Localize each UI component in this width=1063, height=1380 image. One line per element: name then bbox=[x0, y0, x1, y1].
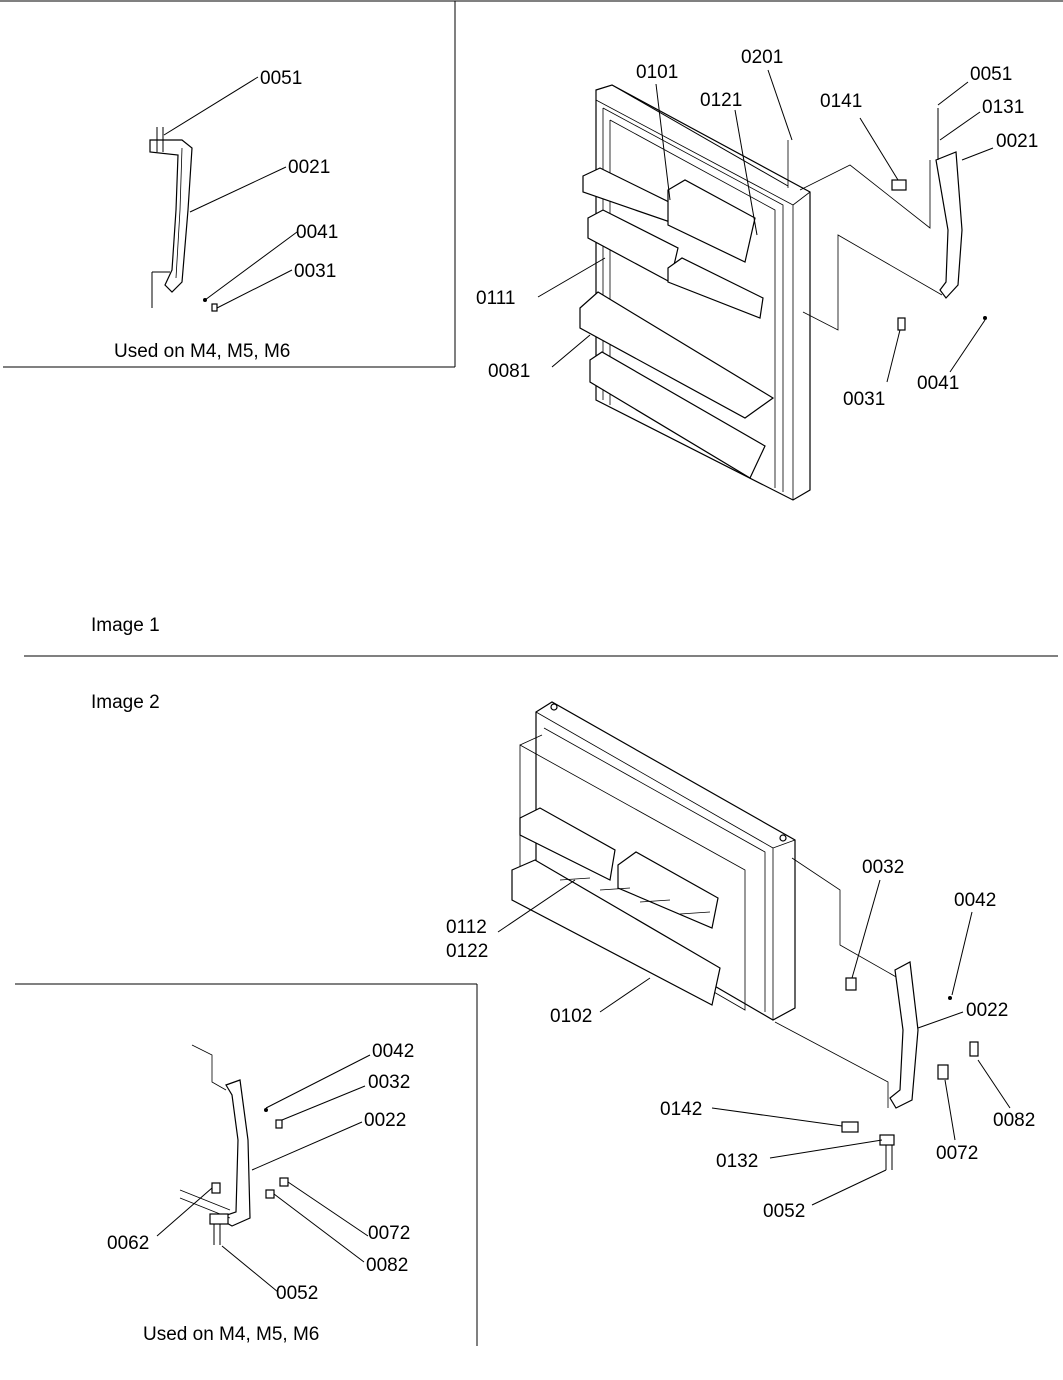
image1-door: 0101 0201 0121 0141 0051 0131 0021 0111 … bbox=[476, 47, 1038, 501]
image2-inset-hinge: 0042 0032 0022 0062 0072 0082 0052 Used … bbox=[107, 1041, 414, 1345]
image2-callout-0052: 0052 bbox=[763, 1201, 805, 1222]
image2-callout-0102: 0102 bbox=[550, 1006, 592, 1027]
image2-inset-caption: Used on M4, M5, M6 bbox=[143, 1324, 319, 1345]
image1-callout-0041: 0041 bbox=[917, 373, 959, 394]
image1-caption: Image 1 bbox=[91, 615, 160, 636]
image2-section: Image 2 bbox=[15, 692, 1035, 1346]
image1-callout-0111: 0111 bbox=[476, 288, 515, 309]
image1-inset-caption: Used on M4, M5, M6 bbox=[114, 341, 290, 362]
image1-callout-0101: 0101 bbox=[636, 62, 678, 83]
image1-section: 0051 0021 0041 0031 Used on M4, M5, M6 bbox=[0, 0, 1063, 636]
image2-inset-callout-0082: 0082 bbox=[366, 1255, 408, 1276]
image2-callout-0072: 0072 bbox=[936, 1143, 978, 1164]
image2-callout-0082: 0082 bbox=[993, 1110, 1035, 1131]
image1-callout-0131: 0131 bbox=[982, 97, 1024, 118]
image2-inset-callout-0062: 0062 bbox=[107, 1233, 149, 1254]
image2-inset-callout-0022: 0022 bbox=[364, 1110, 406, 1131]
image2-inset-callout-0032: 0032 bbox=[368, 1072, 410, 1093]
image1-callout-0141: 0141 bbox=[820, 91, 862, 112]
image2-door: 0032 0042 0112 0122 0022 0102 0142 0082 … bbox=[446, 701, 1035, 1222]
image2-caption: Image 2 bbox=[91, 692, 160, 713]
image1-inset-callout-0021: 0021 bbox=[288, 157, 330, 178]
image2-callout-0132: 0132 bbox=[716, 1151, 758, 1172]
image1-callout-0031: 0031 bbox=[843, 389, 885, 410]
image1-inset-hinge: 0051 0021 0041 0031 Used on M4, M5, M6 bbox=[114, 68, 338, 362]
image1-inset-callout-0041: 0041 bbox=[296, 222, 338, 243]
image1-inset-callout-0051: 0051 bbox=[260, 68, 302, 89]
image1-inset-callout-0031: 0031 bbox=[294, 261, 336, 282]
image2-callout-0122: 0122 bbox=[446, 941, 488, 962]
image2-inset-callout-0072: 0072 bbox=[368, 1223, 410, 1244]
image2-callout-0112: 0112 bbox=[446, 917, 487, 938]
image2-callout-0032: 0032 bbox=[862, 857, 904, 878]
image2-callout-0022: 0022 bbox=[966, 1000, 1008, 1021]
image1-callout-0051: 0051 bbox=[970, 64, 1012, 85]
image1-callout-0201: 0201 bbox=[741, 47, 783, 68]
image2-callout-0042: 0042 bbox=[954, 890, 996, 911]
image1-callout-0021: 0021 bbox=[996, 131, 1038, 152]
image1-callout-0121: 0121 bbox=[700, 90, 742, 111]
image2-inset-callout-0042: 0042 bbox=[372, 1041, 414, 1062]
image1-callout-0081: 0081 bbox=[488, 361, 530, 382]
image2-callout-0142: 0142 bbox=[660, 1099, 702, 1120]
image2-inset-callout-0052: 0052 bbox=[276, 1283, 318, 1304]
